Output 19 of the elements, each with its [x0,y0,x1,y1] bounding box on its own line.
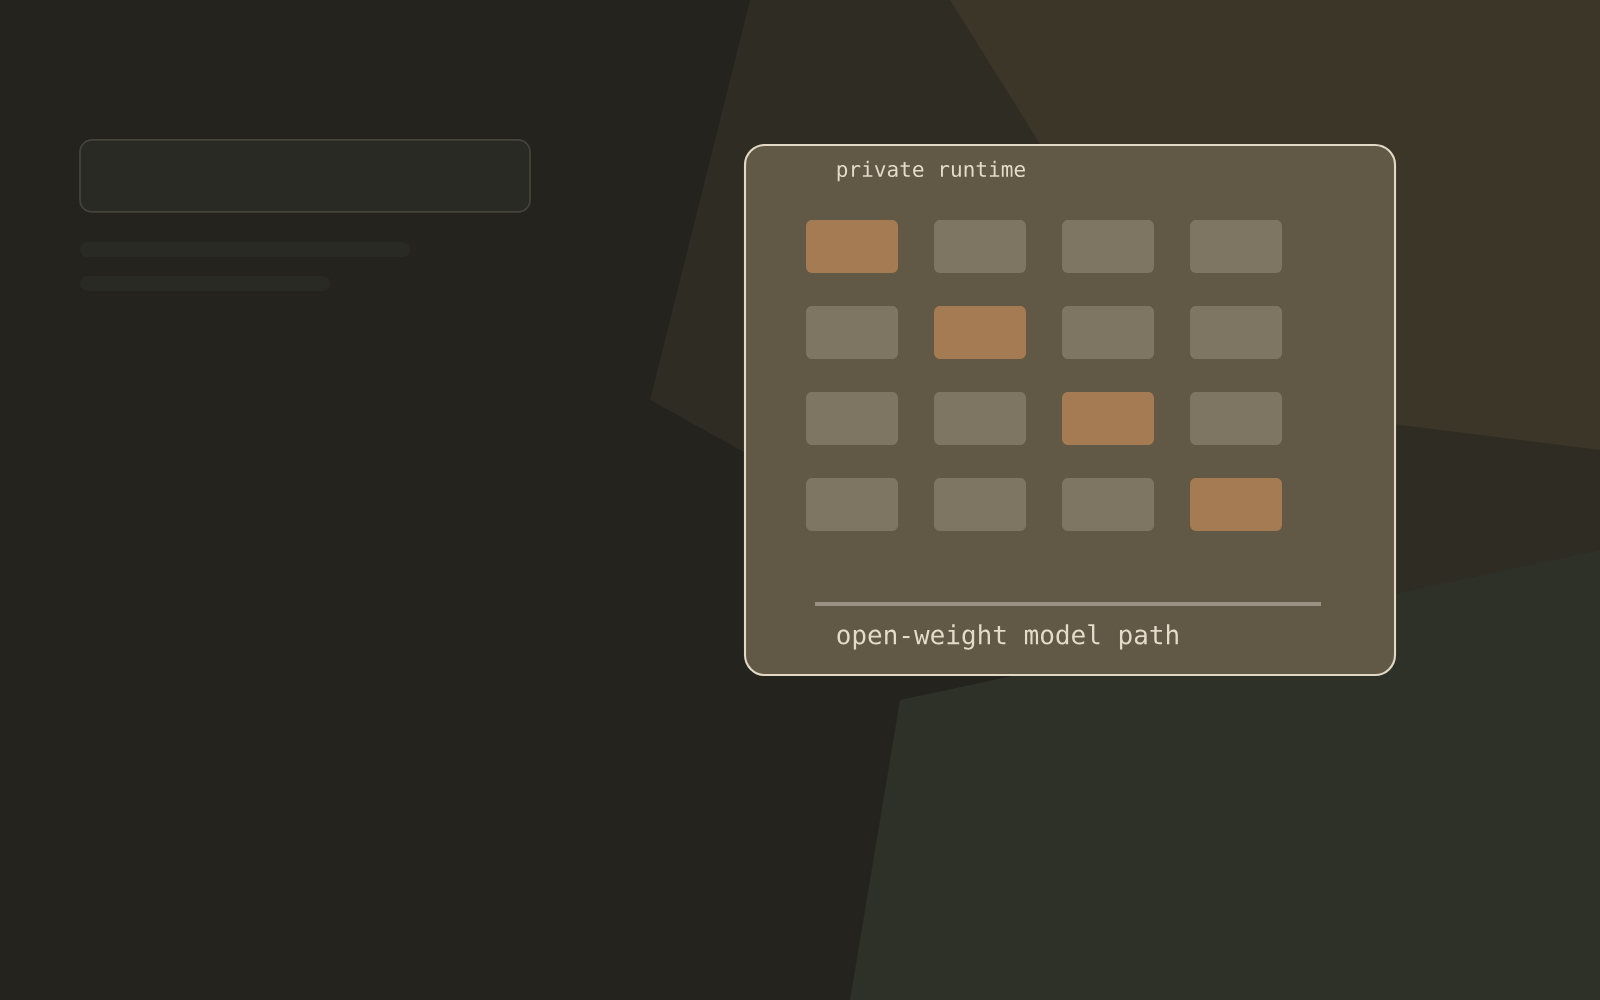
grid-cell [1190,306,1282,359]
grid-cell [1062,220,1154,273]
grid-cell [806,478,898,531]
panel-heading: private runtime [837,160,1025,182]
grid-cell [1062,306,1154,359]
placeholder-box [79,139,531,213]
highlighted-cell [1062,392,1154,445]
grid-cell [934,478,1026,531]
grid-cell [1190,392,1282,445]
grid-cell [934,220,1026,273]
highlighted-cell [806,220,898,273]
highlighted-cell [1190,478,1282,531]
panel-caption: open-weight model path [837,624,1178,650]
grid-cell [934,392,1026,445]
grid-cell [806,392,898,445]
highlighted-cell [934,306,1026,359]
grid-cell [1062,478,1154,531]
grid-cell [806,306,898,359]
grid-cell [1190,220,1282,273]
